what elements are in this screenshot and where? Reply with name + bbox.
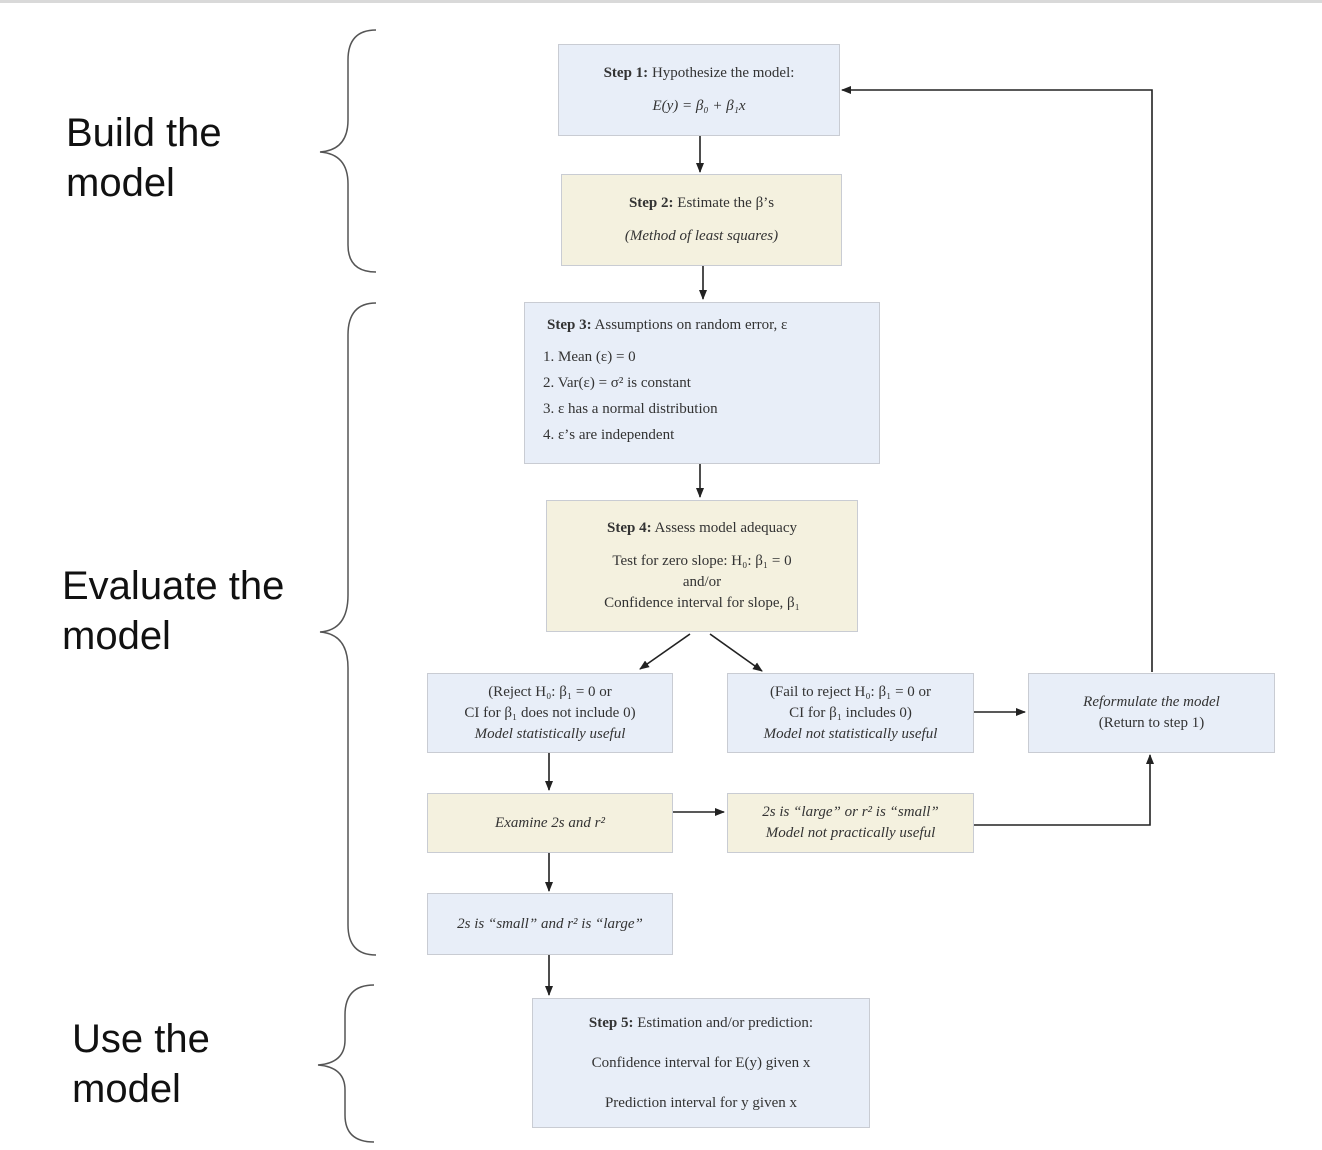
step2-box: Step 2: Estimate the β’s (Method of leas… xyxy=(561,174,842,266)
step5-text: Estimation and/or prediction: xyxy=(637,1014,814,1031)
reject-box: (Reject H₀: β₁ = 0 or CI for β₁ does not… xyxy=(427,673,673,753)
small-large-box: 2s is “small” and r² is “large” xyxy=(427,893,673,955)
arrow-step4-fail xyxy=(709,633,763,672)
step1-box: Step 1: Hypothesize the model: E(y) = β₀… xyxy=(558,44,840,136)
step3-label: Step 3: xyxy=(547,317,592,333)
step1-text: Hypothesize the model: xyxy=(651,65,795,81)
examine-box: Examine 2s and r² xyxy=(427,793,673,853)
step5-pi: Prediction interval for y given x xyxy=(604,1094,798,1111)
arrow-large-reformulate xyxy=(974,754,1154,826)
step3-item: 1. Mean (ε) = 0 xyxy=(543,349,636,365)
step4-andor: and/or xyxy=(682,574,722,590)
step5-box: Step 5: Estimation and/or prediction: Co… xyxy=(532,998,870,1128)
step4-test: Test for zero slope: H₀: β₁ = 0 xyxy=(612,553,792,569)
step2-text: Estimate the β’s xyxy=(677,195,775,211)
reformulate-box: Reformulate the model (Return to step 1) xyxy=(1028,673,1275,753)
step3-text: Assumptions on random error, ε xyxy=(594,317,788,333)
large-small-box: 2s is “large” or r² is “small” Model not… xyxy=(727,793,974,853)
phase-braces xyxy=(317,29,377,1143)
phase-evaluate-label: Evaluate the model xyxy=(62,564,285,658)
step2-note: (Method of least squares) xyxy=(624,228,779,244)
brace-use xyxy=(317,984,375,1143)
step4-label: Step 4: xyxy=(607,520,652,536)
step4-ci: Confidence interval for slope, β₁ xyxy=(604,595,800,611)
step4-box: Step 4: Assess model adequacy Test for z… xyxy=(546,500,858,632)
arrow-reformulate-step1 xyxy=(841,86,1153,672)
brace-build xyxy=(319,29,377,273)
brace-evaluate xyxy=(319,302,377,956)
step3-box: Step 3: Assumptions on random error, ε 1… xyxy=(524,302,880,464)
arrow-step4-reject xyxy=(639,633,691,670)
step3-item: 2. Var(ε) = σ² is constant xyxy=(543,375,691,391)
step5-label: Step 5: xyxy=(588,1014,634,1031)
step1-label: Step 1: xyxy=(603,65,649,81)
phase-build-label: Build the model xyxy=(66,111,222,205)
step2-label: Step 2: xyxy=(628,195,674,211)
top-divider xyxy=(0,0,1322,3)
step3-item: 4. ε’s are independent xyxy=(543,427,675,443)
step5-ci: Confidence interval for E(y) given x xyxy=(591,1054,811,1071)
fail-box: (Fail to reject H₀: β₁ = 0 or CI for β₁ … xyxy=(727,673,974,753)
phase-use-label: Use the model xyxy=(72,1017,210,1111)
step4-text: Assess model adequacy xyxy=(654,520,797,536)
step3-item: 3. ε has a normal distribution xyxy=(543,401,718,417)
step1-formula: E(y) = β₀ + β₁x xyxy=(652,98,746,114)
